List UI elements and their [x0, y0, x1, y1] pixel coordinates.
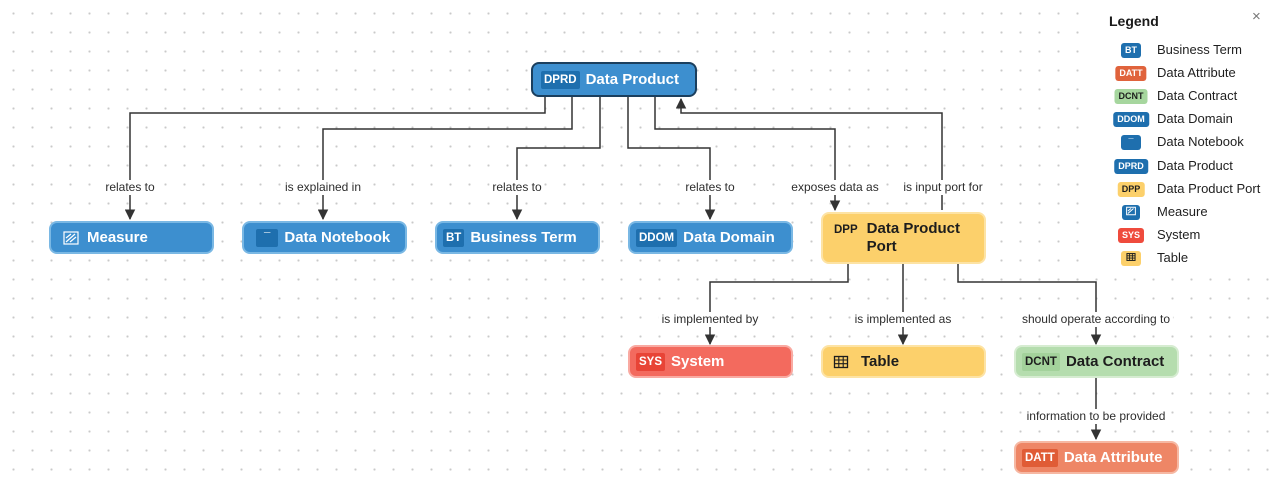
legend-label: Data Domain	[1157, 111, 1233, 126]
legend-item: DPRD Data Product	[1095, 156, 1281, 176]
legend-item: DDOM Data Domain	[1095, 109, 1281, 129]
node-label: Business Term	[470, 229, 577, 246]
node-data-product-port[interactable]: DPP Data Product Port	[821, 212, 986, 264]
node-data-notebook[interactable]: ¯ Data Notebook	[242, 221, 407, 254]
edge-label-business-term: relates to	[489, 180, 545, 195]
legend-item: SYS System	[1095, 225, 1281, 245]
edge-input-port	[675, 97, 943, 210]
node-label: Data Product Port	[866, 220, 961, 255]
node-label: Table	[861, 353, 900, 370]
legend-badge: SYS	[1117, 228, 1145, 243]
node-label: Data Domain	[683, 229, 775, 246]
legend-title: Legend	[1109, 13, 1159, 29]
legend-label: Data Contract	[1157, 88, 1238, 103]
legend-item: ¯ Data Notebook	[1095, 132, 1281, 152]
sys-badge: SYS	[636, 352, 666, 371]
legend-badge: DCNT	[1114, 89, 1148, 104]
node-label: Data Product	[585, 71, 679, 88]
legend-label: Table	[1157, 250, 1189, 265]
edge-contract	[957, 264, 1102, 346]
ddom-badge: DDOM	[636, 228, 678, 247]
measure-icon	[63, 230, 79, 245]
notebook-icon: ¯	[256, 228, 279, 247]
node-data-domain[interactable]: DDOM Data Domain	[628, 221, 793, 254]
legend-badge: DPP	[1117, 182, 1145, 197]
datt-badge: DATT	[1022, 448, 1058, 467]
node-label: Measure	[87, 229, 148, 246]
edge-label-table: is implemented as	[851, 312, 955, 327]
edge-label-exposes: exposes data as	[788, 180, 882, 195]
edge-business-term	[511, 97, 601, 221]
edge-label-measure: relates to	[102, 180, 158, 195]
edge-data-domain	[627, 97, 716, 221]
edge-label-input-port: is input port for	[900, 180, 986, 195]
edge-system	[704, 264, 849, 346]
node-label: Data Attribute	[1063, 449, 1163, 466]
legend-label: Data Product Port	[1157, 181, 1261, 196]
node-measure[interactable]: Measure	[49, 221, 214, 254]
table-icon	[833, 355, 849, 369]
edge-data-notebook	[317, 97, 573, 221]
node-system[interactable]: SYS System	[628, 345, 793, 378]
legend-item: BT Business Term	[1095, 40, 1281, 60]
legend-badge: BT	[1121, 43, 1141, 58]
legend-label: Data Attribute	[1157, 65, 1236, 80]
node-business-term[interactable]: BT Business Term	[435, 221, 600, 254]
notebook-icon: ¯	[1121, 135, 1141, 150]
edge-label-attribute: information to be provided	[1023, 409, 1169, 424]
node-data-attribute[interactable]: DATT Data Attribute	[1014, 441, 1179, 474]
dcnt-badge: DCNT	[1022, 352, 1060, 371]
legend-badge: DATT	[1115, 66, 1147, 81]
node-label: Data Notebook	[284, 229, 391, 246]
legend-label: Measure	[1157, 204, 1208, 219]
edge-label-data-notebook: is explained in	[281, 180, 365, 195]
edge-measure	[124, 97, 546, 221]
node-label: System	[671, 353, 725, 370]
dprd-badge: DPRD	[541, 70, 580, 89]
legend-label: Business Term	[1157, 42, 1243, 57]
legend-panel: Legend × BT Business Term DATT Data Attr…	[1095, 0, 1281, 272]
measure-icon	[1122, 205, 1140, 220]
node-data-contract[interactable]: DCNT Data Contract	[1014, 345, 1179, 378]
node-table[interactable]: Table	[821, 345, 986, 378]
legend-badge: DDOM	[1113, 112, 1149, 127]
legend-item: DCNT Data Contract	[1095, 86, 1281, 106]
legend-item: DPP Data Product Port	[1095, 179, 1281, 199]
edge-exposes	[654, 97, 841, 212]
edge-label-contract: should operate according to	[1018, 312, 1174, 327]
legend-label: Data Notebook	[1157, 134, 1244, 149]
node-data-product[interactable]: DPRD Data Product	[531, 62, 697, 97]
legend-item: DATT Data Attribute	[1095, 63, 1281, 83]
edge-label-data-domain: relates to	[682, 180, 738, 195]
legend-item: Table	[1095, 248, 1281, 268]
legend-badge: DPRD	[1114, 159, 1148, 174]
close-icon[interactable]: ×	[1252, 8, 1261, 25]
legend-item: Measure	[1095, 202, 1281, 222]
dpp-badge: DPP	[834, 224, 858, 236]
legend-label: System	[1157, 227, 1201, 242]
edge-label-system: is implemented by	[658, 312, 762, 327]
legend-label: Data Product	[1157, 158, 1233, 173]
bt-badge: BT	[443, 228, 465, 247]
node-label: Data Contract	[1065, 353, 1165, 370]
table-icon	[1121, 251, 1141, 266]
